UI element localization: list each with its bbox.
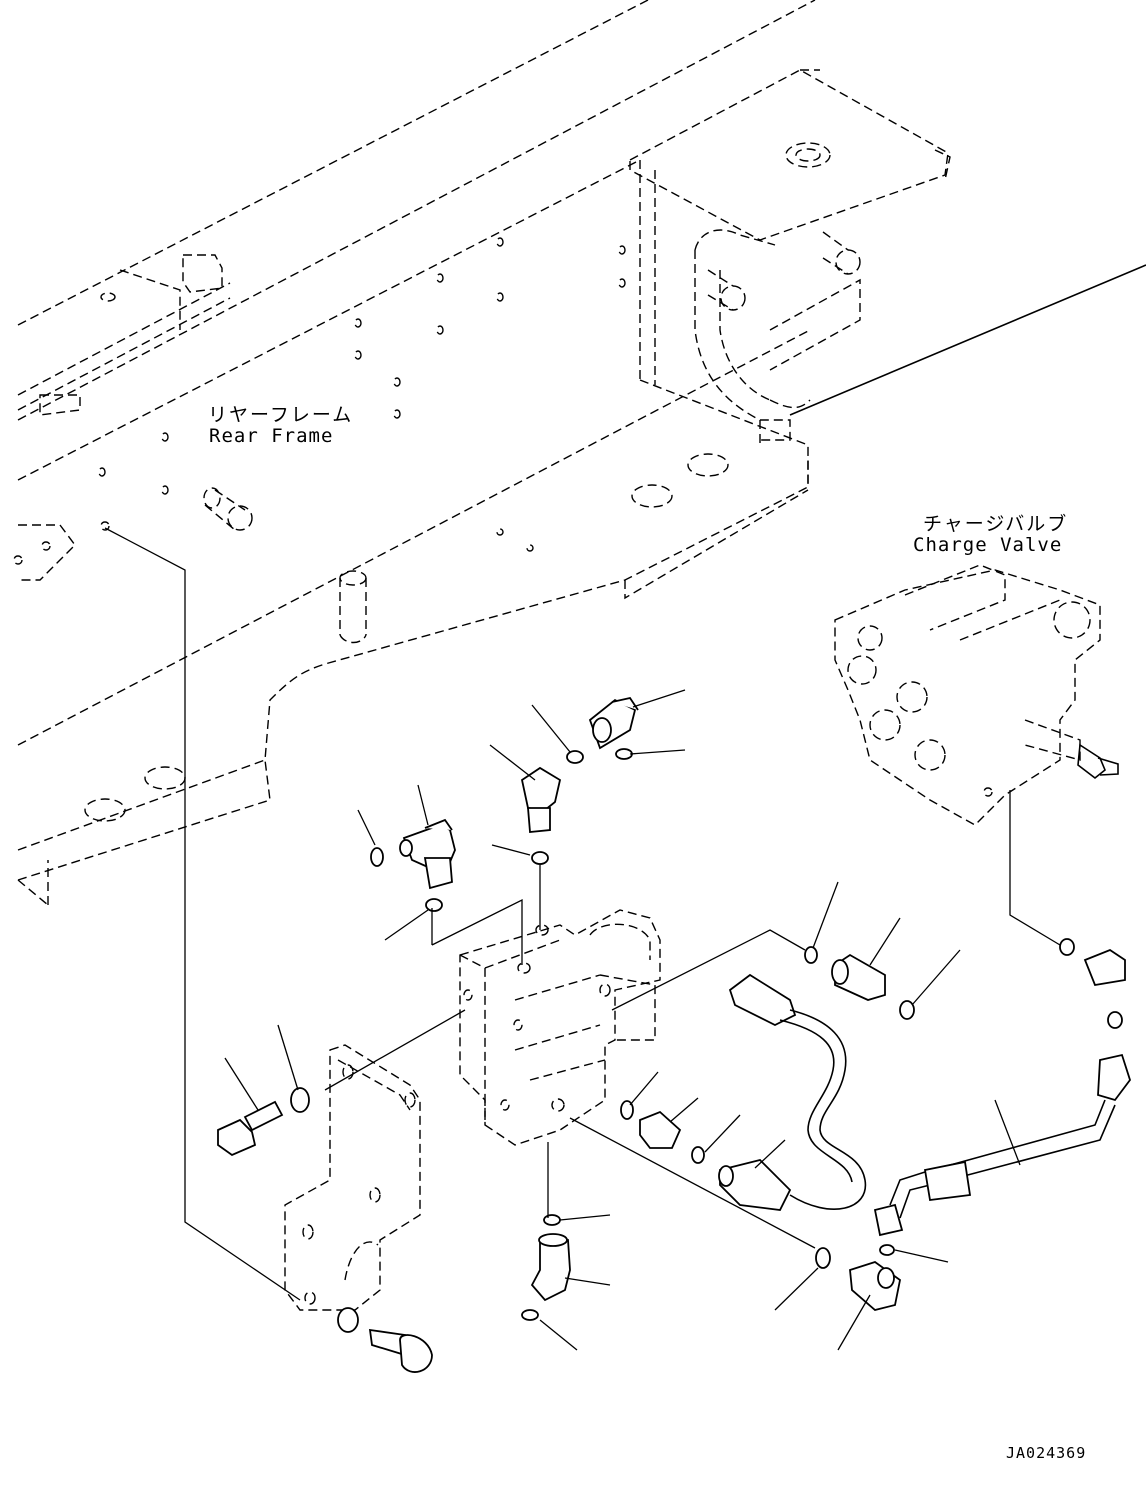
switch-wire-connector <box>728 973 867 1210</box>
nut-fitting-top <box>588 696 639 750</box>
elbow-fitting-left <box>399 818 456 890</box>
elbow-fitting-top <box>520 766 562 833</box>
rear-frame <box>13 0 1146 906</box>
valve-block <box>459 909 661 1146</box>
bolt-lower <box>368 1328 433 1373</box>
hose-assembly <box>873 1053 1131 1237</box>
leader-lines <box>104 527 1061 1351</box>
rear-frame-label-jp: リヤーフレーム <box>208 404 354 426</box>
charge-valve-adapter <box>1083 948 1126 987</box>
washer-lower <box>337 1307 359 1333</box>
hardware-parts <box>217 696 1131 1373</box>
charge-valve <box>834 564 1119 826</box>
drawing-code: JA024369 <box>1006 1444 1087 1462</box>
elbow-fitting-lower <box>530 1233 571 1302</box>
mounting-bracket <box>284 1044 421 1311</box>
plug-fitting <box>831 953 886 1001</box>
pressure-switch <box>718 1159 792 1211</box>
charge-valve-label-en: Charge Valve <box>913 534 1063 556</box>
adapter-fitting <box>639 1110 682 1149</box>
charge-valve-label-jp: チャージバルブ <box>923 513 1069 535</box>
elbow-fitting-lower-right <box>849 1261 901 1311</box>
washer-upper <box>290 1087 310 1113</box>
bolt-upper <box>217 1100 284 1157</box>
rear-frame-label-en: Rear Frame <box>209 425 334 447</box>
o-rings <box>370 748 1123 1321</box>
